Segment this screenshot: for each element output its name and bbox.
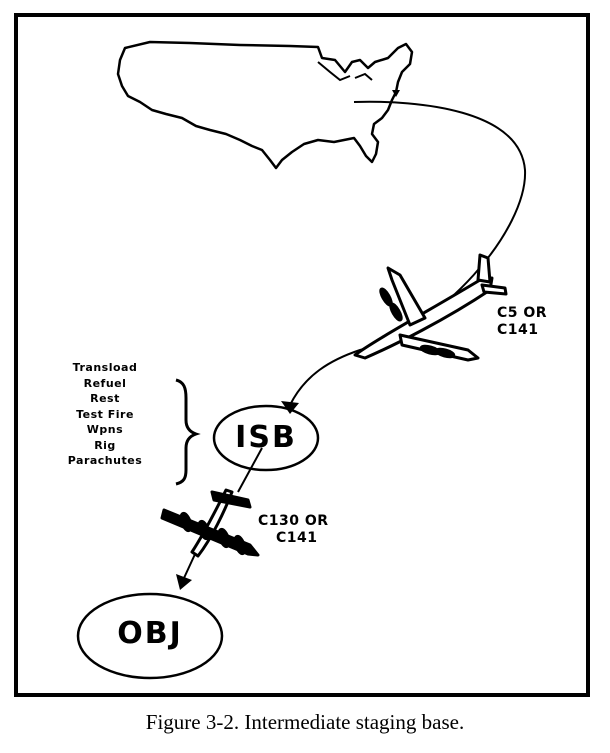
task-item: Wpns xyxy=(86,423,124,436)
task-item: Test Fire xyxy=(76,407,134,421)
task-item: Parachutes xyxy=(67,454,143,467)
flight-path-us-to-isb xyxy=(289,100,527,406)
isb-task-list: Transload Refuel Rest Test Fire Wpns Rig… xyxy=(40,360,170,469)
obj-node xyxy=(76,592,224,680)
aircraft-1-label-line2: C141 xyxy=(497,322,539,338)
aircraft-2-label-line2: C141 xyxy=(276,530,318,546)
arrowhead-obj-icon xyxy=(176,574,192,590)
arrowhead-isb-icon xyxy=(281,401,299,414)
task-item: Rig xyxy=(94,438,116,452)
bracket-icon xyxy=(175,378,201,486)
obj-label: OBJ xyxy=(117,616,183,651)
task-item: Rest xyxy=(90,392,120,405)
figure-caption: Figure 3-2. Intermediate staging base. xyxy=(145,710,465,734)
aircraft-1-label: C5 OR C141 xyxy=(497,305,547,339)
aircraft-1-label-line1: C5 OR xyxy=(497,305,548,321)
task-item: Transload xyxy=(72,361,138,374)
aircraft-2-label: C130 OR C141 xyxy=(258,513,329,547)
flight-path-isb-to-obj xyxy=(183,447,263,579)
arrowhead-us-icon xyxy=(392,90,400,97)
aircraft-2-label-line1: C130 OR xyxy=(258,513,329,529)
task-item: Refuel xyxy=(83,376,127,390)
figure-frame xyxy=(14,13,590,697)
large-jet-aircraft-icon xyxy=(353,253,508,362)
great-lakes-detail xyxy=(317,61,373,82)
us-map-outline xyxy=(116,40,414,170)
isb-label: ISB xyxy=(235,420,297,455)
prop-aircraft-icon xyxy=(160,488,260,558)
isb-node xyxy=(212,404,320,472)
